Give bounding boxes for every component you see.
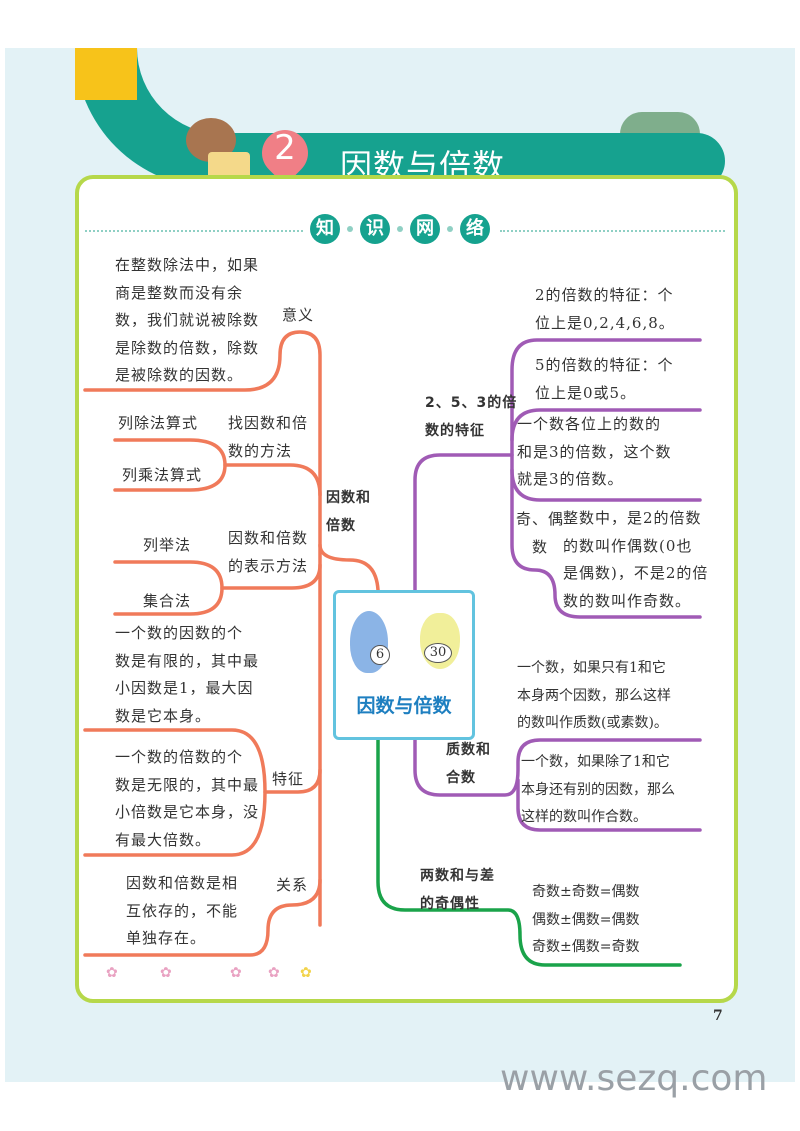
prime-text: 一个数，如果只有1和它本身两个因数，那么这样的数叫作质数(或素数)。 [517, 660, 671, 731]
meaning-label: 意义 [282, 306, 315, 324]
flower-icon: ✿ [268, 965, 280, 981]
odd-even-label: 奇、偶数 [516, 510, 565, 556]
three-multiple-text: 一个数各位上的数的和是3的倍数，这个数就是3的倍数。 [517, 415, 672, 488]
char2-number: 30 [424, 643, 452, 663]
central-title: 因数与倍数 [356, 695, 452, 717]
find-method-label: 找因数和倍数的方法 [228, 414, 309, 460]
factors-multiples-label: 因数和倍数 [326, 490, 371, 534]
flower-icon: ✿ [300, 965, 312, 981]
purple-branches [413, 338, 702, 832]
factor-feature-text: 一个数的因数的个数是有限的，其中最小因数是1，最大因数是它本身。 [115, 624, 260, 725]
central-topic: 6 30 因数与倍数 [333, 590, 475, 740]
chapter-number: 2 [274, 128, 296, 168]
section-badge: 知 [310, 214, 340, 244]
decorative-arc-yellow [75, 48, 137, 100]
green-branch [376, 736, 682, 967]
represent-label: 因数和倍数的表示方法 [228, 529, 309, 575]
relation-text: 因数和倍数是相互依存的，不能单独存在。 [126, 874, 239, 947]
multiple-feature-text: 一个数的倍数的个数是无限的，其中最小倍数是它本身，没有最大倍数。 [115, 748, 260, 849]
parity-rules: 奇数±奇数=偶数偶数±偶数=偶数奇数±偶数=奇数 [532, 884, 640, 955]
feature-label: 特征 [272, 770, 305, 788]
page-number: 7 [713, 1008, 723, 1024]
watermark: www.sezq.com [500, 1058, 768, 1099]
orange-branches [83, 330, 380, 957]
flower-icon: ✿ [106, 965, 118, 981]
composite-text: 一个数，如果除了1和它本身还有别的因数，那么这样的数叫作合数。 [521, 754, 675, 825]
meaning-text: 在整数除法中，如果商是整数而没有余数，我们就说被除数是除数的倍数，除数是被除数的… [115, 256, 260, 384]
listing-item: 列举法 [143, 536, 192, 554]
divider-left [85, 230, 303, 232]
five-multiple-text: 5的倍数的特征：个位上是0或5。 [535, 356, 674, 402]
two-multiple-text: 2的倍数的特征：个位上是0,2,4,6,8。 [535, 286, 675, 332]
section-badge: 络 [460, 214, 490, 244]
prime-composite-label: 质数和合数 [446, 742, 491, 786]
set-item: 集合法 [143, 592, 192, 610]
divider-right [500, 230, 725, 232]
flower-icon: ✿ [230, 965, 242, 981]
features-253-label: 2、5、3的倍数的特征 [425, 395, 518, 439]
hill-illustration [620, 112, 700, 134]
relation-label: 关系 [276, 876, 309, 894]
odd-even-text: 整数中，是2的倍数的数叫作偶数(0也是偶数)，不是2的倍数的数叫作奇数。 [563, 509, 709, 610]
section-badge: 识 [360, 214, 390, 244]
parity-label: 两数和与差的奇偶性 [420, 868, 495, 912]
mindmap-frame [75, 175, 738, 1003]
char1-number: 6 [370, 645, 390, 665]
flower-icon: ✿ [160, 965, 172, 981]
multiplication-item: 列乘法算式 [122, 466, 203, 484]
section-badge: 网 [410, 214, 440, 244]
division-item: 列除法算式 [118, 414, 199, 432]
